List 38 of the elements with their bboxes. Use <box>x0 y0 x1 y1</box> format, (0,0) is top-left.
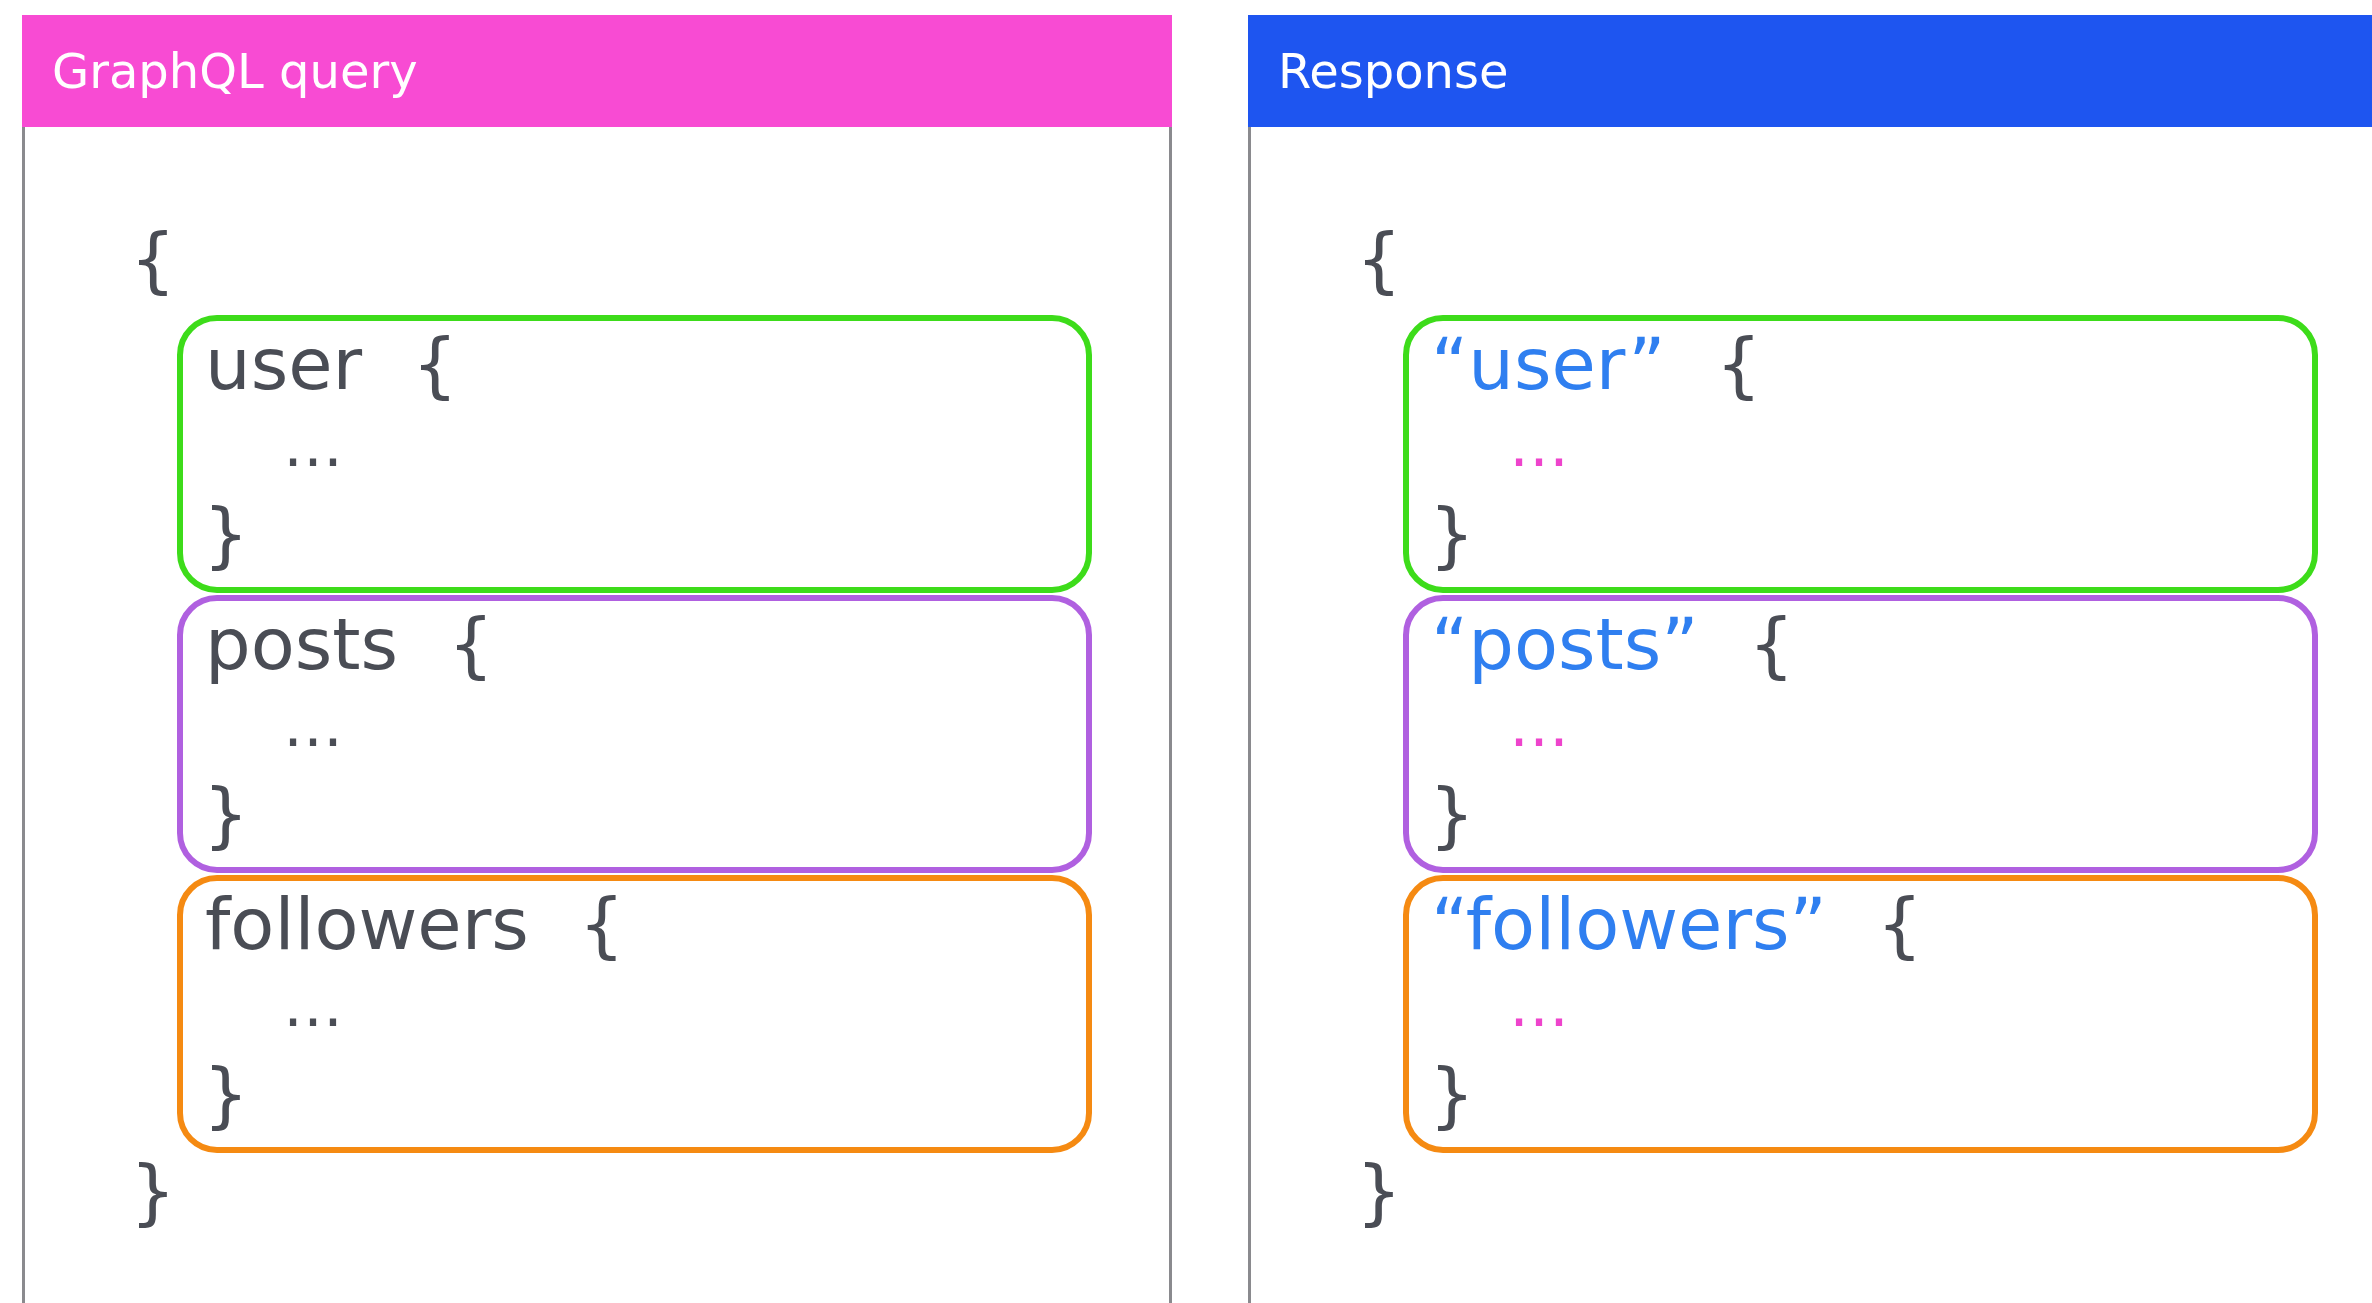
code-block-box <box>1403 595 2318 873</box>
field-name: user <box>205 321 363 408</box>
field-name: “followers” <box>1431 881 1827 968</box>
close-brace: } <box>1356 1155 1402 1227</box>
code-block-box <box>1403 315 2318 593</box>
code-block-box <box>177 315 1092 593</box>
ellipsis: … <box>283 409 343 481</box>
close-brace: } <box>1429 771 1475 858</box>
open-brace: { <box>1356 223 1402 295</box>
code-block-box <box>177 875 1092 1153</box>
field-name: “user” <box>1431 321 1666 408</box>
close-brace: } <box>1429 491 1475 578</box>
open-brace: { <box>1748 601 1795 688</box>
code-panel <box>1248 15 2372 1303</box>
field-name: “posts” <box>1431 601 1699 688</box>
field-name: posts <box>205 601 398 688</box>
close-brace: } <box>1429 1051 1475 1138</box>
open-brace: { <box>1715 321 1762 408</box>
close-brace: } <box>130 1155 176 1227</box>
open-brace: { <box>130 223 176 295</box>
close-brace: } <box>203 1051 249 1138</box>
panel-header: GraphQL query <box>22 15 1172 127</box>
ellipsis: … <box>283 969 343 1041</box>
open-brace: { <box>412 321 458 408</box>
close-brace: } <box>203 771 249 858</box>
code-panel <box>22 15 1172 1303</box>
code-block-box <box>1403 875 2318 1153</box>
open-brace: { <box>1876 881 1923 968</box>
ellipsis: … <box>1509 409 1569 481</box>
panel-header: Response <box>1248 15 2372 127</box>
open-brace: { <box>448 601 494 688</box>
open-brace: { <box>578 881 625 968</box>
ellipsis: … <box>1509 969 1569 1041</box>
code-block-box <box>177 595 1092 873</box>
ellipsis: … <box>283 689 343 761</box>
field-name: followers <box>205 881 529 968</box>
close-brace: } <box>203 491 249 578</box>
ellipsis: … <box>1509 689 1569 761</box>
